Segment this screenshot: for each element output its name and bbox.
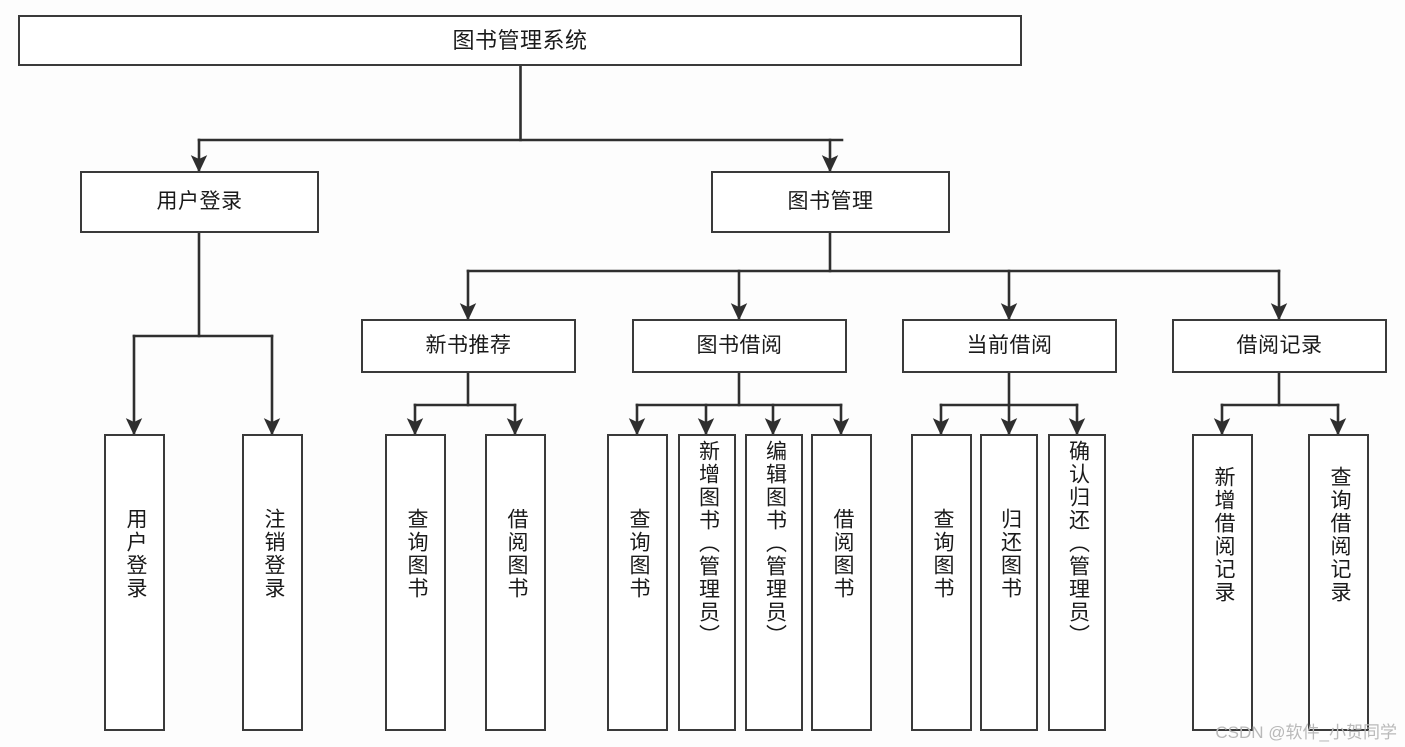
node-leaf-query-book-2[interactable]: 查询图书	[607, 434, 668, 731]
node-leaf-edit-book[interactable]: 编辑图书（管理员）	[745, 434, 803, 731]
node-leaf-edit-book-label: 编辑图书（管理员）	[763, 440, 787, 647]
node-root-label: 图书管理系统	[452, 27, 588, 53]
node-current-borrow[interactable]: 当前借阅	[902, 319, 1117, 373]
node-user-login-label: 用户登录	[156, 189, 243, 213]
node-leaf-logout-login[interactable]: 注销登录	[242, 434, 303, 731]
node-leaf-query-book-1[interactable]: 查询图书	[385, 434, 446, 731]
node-leaf-query-book-2-label: 查询图书	[626, 508, 650, 600]
node-leaf-add-record[interactable]: 新增借阅记录	[1192, 434, 1253, 731]
node-leaf-query-record-label: 查询借阅记录	[1327, 466, 1351, 604]
node-user-login[interactable]: 用户登录	[80, 171, 319, 233]
node-book-management[interactable]: 图书管理	[711, 171, 950, 233]
node-root[interactable]: 图书管理系统	[18, 15, 1022, 66]
node-leaf-add-record-label: 新增借阅记录	[1211, 466, 1235, 604]
node-new-book-recommend[interactable]: 新书推荐	[361, 319, 576, 373]
node-leaf-borrow-book-1-label: 借阅图书	[504, 508, 528, 600]
node-leaf-return-book-label: 归还图书	[998, 508, 1022, 600]
node-leaf-add-book[interactable]: 新增图书（管理员）	[678, 434, 736, 731]
node-book-borrow[interactable]: 图书借阅	[632, 319, 847, 373]
node-leaf-user-login-label: 用户登录	[123, 508, 147, 600]
node-leaf-query-book-3-label: 查询图书	[930, 508, 954, 600]
node-leaf-return-book[interactable]: 归还图书	[980, 434, 1038, 731]
node-leaf-user-login[interactable]: 用户登录	[104, 434, 165, 731]
node-book-borrow-label: 图书借阅	[696, 333, 783, 357]
node-leaf-query-book-1-label: 查询图书	[404, 508, 428, 600]
node-leaf-logout-login-label: 注销登录	[261, 508, 285, 600]
node-leaf-confirm-return[interactable]: 确认归还（管理员）	[1048, 434, 1106, 731]
node-current-borrow-label: 当前借阅	[966, 333, 1053, 357]
node-leaf-confirm-return-label: 确认归还（管理员）	[1066, 440, 1090, 647]
node-leaf-query-record[interactable]: 查询借阅记录	[1308, 434, 1369, 731]
node-borrow-record-label: 借阅记录	[1236, 333, 1323, 357]
node-leaf-borrow-book-2-label: 借阅图书	[830, 508, 854, 600]
node-leaf-query-book-3[interactable]: 查询图书	[911, 434, 972, 731]
node-leaf-borrow-book-2[interactable]: 借阅图书	[811, 434, 872, 731]
node-leaf-borrow-book-1[interactable]: 借阅图书	[485, 434, 546, 731]
node-new-book-recommend-label: 新书推荐	[425, 333, 512, 357]
node-book-management-label: 图书管理	[787, 189, 874, 213]
node-borrow-record[interactable]: 借阅记录	[1172, 319, 1387, 373]
node-leaf-add-book-label: 新增图书（管理员）	[696, 440, 720, 647]
